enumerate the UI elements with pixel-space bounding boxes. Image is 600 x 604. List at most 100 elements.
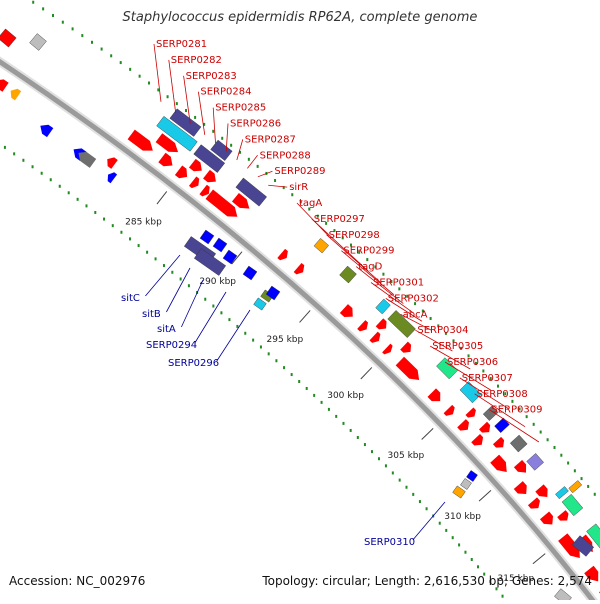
label-leader <box>198 91 206 135</box>
gc-dot <box>567 461 570 465</box>
gc-dot <box>119 61 122 65</box>
gc-dot <box>377 457 380 461</box>
gc-dot <box>333 229 336 233</box>
cds-forward-row2 <box>479 421 491 433</box>
gc-dot <box>129 67 132 71</box>
gc-dot <box>147 81 150 85</box>
gc-dot <box>203 122 206 126</box>
gc-dot <box>532 422 535 426</box>
ruler-tick <box>421 428 434 440</box>
gene-label-reverse: sitA <box>157 324 176 335</box>
gc-dot <box>129 237 132 241</box>
gc-dot <box>342 421 345 425</box>
cds-forward-row2 <box>375 318 387 330</box>
sit-cluster-feature <box>193 248 227 276</box>
gc-dot <box>71 27 74 31</box>
gc-dot <box>539 430 542 434</box>
gc-dot <box>49 178 52 182</box>
gc-dot <box>212 304 215 308</box>
gc-dot <box>374 265 377 269</box>
gc-dot <box>349 243 352 247</box>
gene-label-reverse: SERP0296 <box>168 358 219 369</box>
cds-forward-row2 <box>203 169 216 183</box>
topology-summary: Topology: circular; Length: 2,616,530 bp… <box>262 574 592 588</box>
edge-feature <box>554 588 572 604</box>
gc-dot <box>236 324 239 328</box>
gc-dot <box>162 264 165 268</box>
gc-dot <box>546 438 549 442</box>
cds-forward <box>199 184 210 197</box>
reverse-feature <box>10 88 22 101</box>
gc-dot <box>501 594 504 598</box>
sit-cluster-feature <box>222 249 238 265</box>
orange-feature <box>313 238 329 254</box>
gene-label-forward: SERP0305 <box>432 341 483 352</box>
gc-dot <box>425 507 428 511</box>
gc-dot <box>489 377 492 381</box>
gc-dot <box>553 445 556 449</box>
cds-forward <box>490 454 507 473</box>
gene-label-forward: SERP0285 <box>215 103 266 114</box>
gc-dot <box>146 250 149 254</box>
blast-hit <box>561 493 584 517</box>
gene-label-forward: SERP0309 <box>491 405 542 416</box>
blast-hit <box>482 405 499 421</box>
gene-label-forward: SERP0308 <box>477 389 528 400</box>
label-leader <box>385 298 423 322</box>
label-leader <box>236 139 244 161</box>
label-leader <box>181 279 204 328</box>
gc-dot <box>445 528 448 532</box>
cds-forward <box>277 248 288 261</box>
label-leader <box>268 184 288 188</box>
label-leader <box>247 155 258 169</box>
edge-feature <box>571 535 595 557</box>
gc-dot <box>495 587 498 591</box>
gc-dot <box>194 115 197 119</box>
gc-dot <box>31 165 34 169</box>
gc-dot <box>85 204 88 208</box>
blast-hit <box>235 177 267 207</box>
gc-dot <box>406 294 409 298</box>
gc-dot <box>474 361 477 365</box>
gc-dot <box>504 392 507 396</box>
ruler-tick <box>156 191 168 205</box>
blast-hit <box>339 265 357 284</box>
gc-dot <box>391 471 394 475</box>
gc-dot <box>290 373 293 377</box>
cds-forward <box>539 511 554 525</box>
gc-dot <box>252 338 255 342</box>
ruler-tick <box>231 251 243 265</box>
gc-dot <box>61 20 64 24</box>
gene-label-forward: SERP0283 <box>186 71 237 82</box>
gc-dot <box>230 143 233 147</box>
edge-feature <box>0 28 17 48</box>
gene-label-forward: SERP0287 <box>245 134 296 145</box>
sit-cluster-feature <box>199 229 215 245</box>
blast-hit <box>459 381 482 404</box>
gc-dot <box>496 384 499 388</box>
label-leader <box>370 282 413 313</box>
gc-dot <box>398 287 401 291</box>
gene-label-forward: SERP0281 <box>156 39 207 50</box>
gc-dot <box>239 150 242 154</box>
gc-dot <box>220 311 223 315</box>
label-leader <box>444 361 491 391</box>
ruler-label: 295 kbp <box>267 335 304 345</box>
blast-hit <box>494 417 510 433</box>
ruler-tick <box>299 310 311 323</box>
gc-dot <box>282 186 285 190</box>
ruler-tick <box>532 553 546 565</box>
gc-dot <box>398 478 401 482</box>
cds-forward-row2 <box>492 436 505 448</box>
gc-dot <box>184 109 187 113</box>
gc-dot <box>593 492 596 496</box>
blast-hit <box>586 523 600 556</box>
cds-forward <box>527 497 540 509</box>
gc-dot <box>366 258 369 262</box>
gc-dot <box>3 145 6 149</box>
gc-dot <box>560 453 563 457</box>
blast-hit-outer <box>568 480 583 494</box>
gc-dot <box>316 214 319 218</box>
